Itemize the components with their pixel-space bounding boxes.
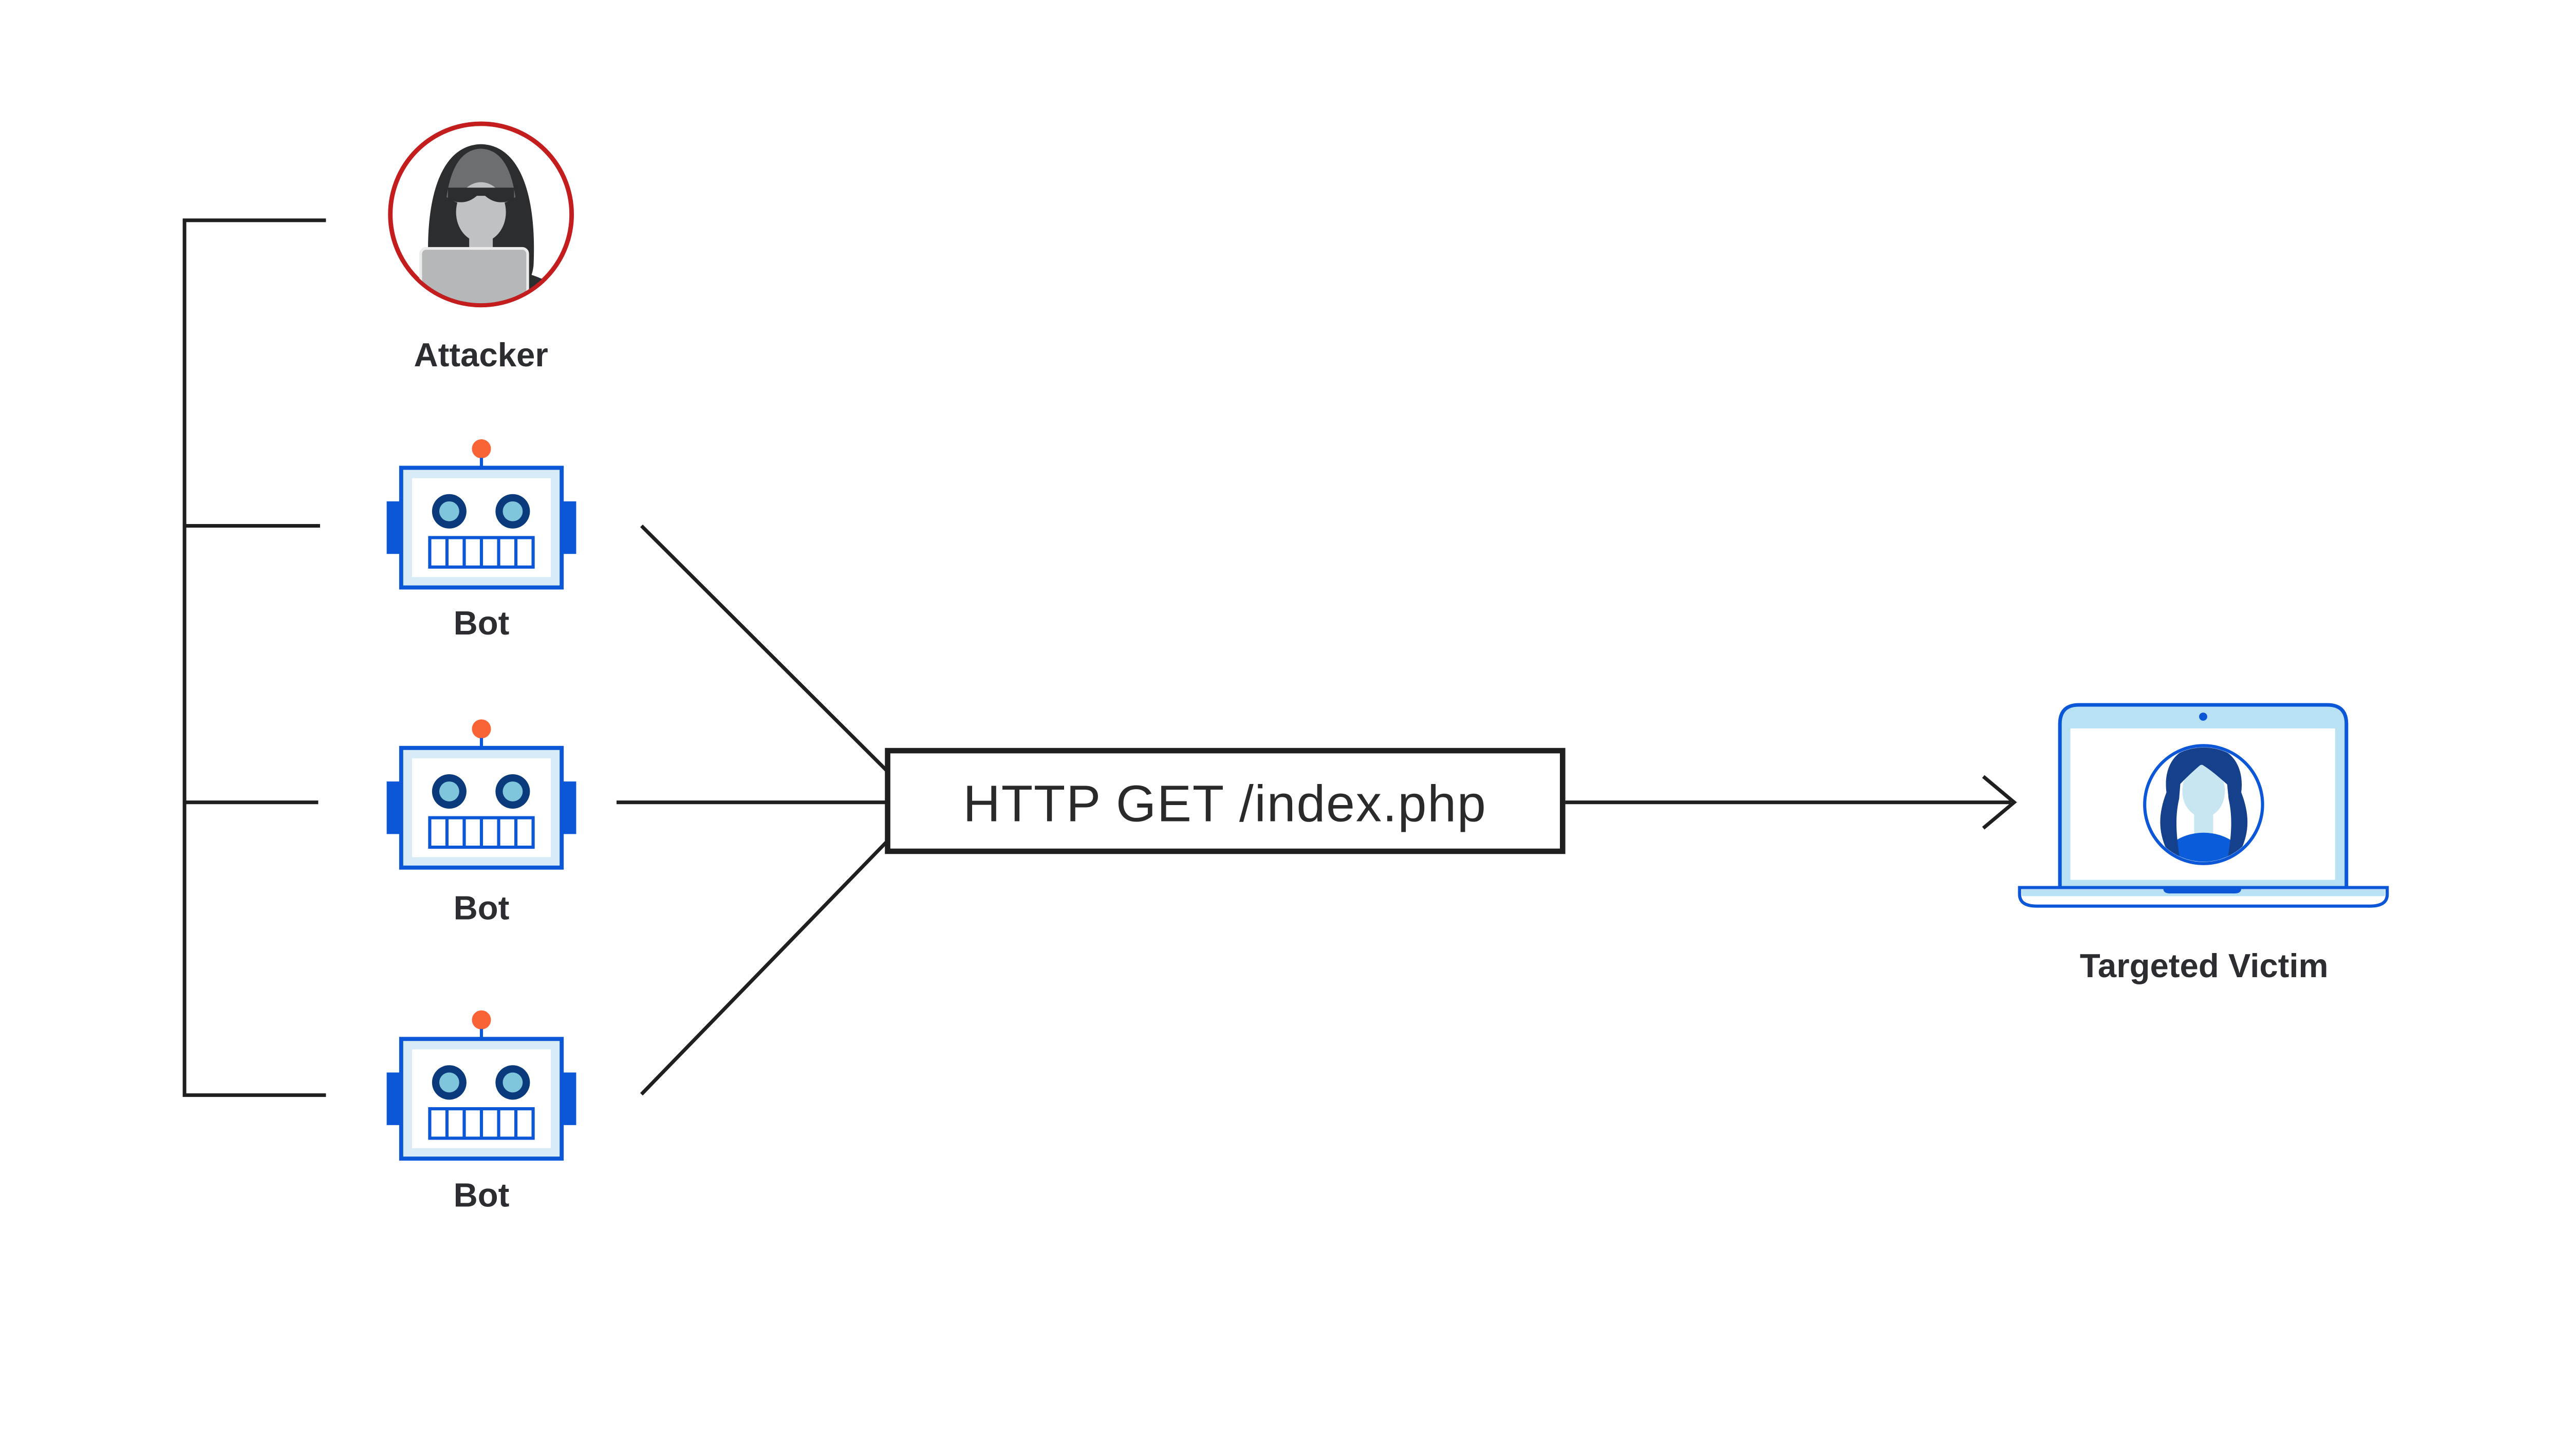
http-request-box: HTTP GET /index.php	[885, 748, 1566, 854]
attack-arrow	[1565, 775, 2017, 830]
bot2-label: Bot	[454, 889, 510, 926]
line-bot3-to-box	[640, 841, 888, 1096]
bot-icon-3	[387, 1011, 576, 1159]
bot-icon-2	[387, 719, 576, 868]
bot-to-box-lines	[616, 524, 889, 1096]
attacker-sunglasses	[448, 188, 514, 202]
diagram-svg: HTTP GET /index.php Attacker Bot Bot Bot	[182, 121, 2389, 1214]
bracket-outline	[182, 218, 326, 1097]
ddos-attack-diagram: HTTP GET /index.php Attacker Bot Bot Bot	[182, 121, 2389, 1214]
victim-laptop-icon	[2018, 703, 2389, 908]
attacker-label: Attacker	[414, 336, 548, 374]
line-bot1-to-box	[640, 524, 889, 773]
botnet-bracket	[182, 218, 326, 1097]
victim-face	[2182, 764, 2225, 817]
laptop-webcam	[2199, 712, 2207, 721]
arrow-head	[1982, 775, 2017, 830]
bot1-label: Bot	[454, 604, 510, 642]
victim-hair-fringe	[2179, 751, 2231, 788]
attacker-icon	[388, 121, 574, 308]
request-box-frame	[885, 748, 1566, 854]
attacker-laptop	[419, 247, 529, 304]
victim-shirt	[2159, 832, 2248, 862]
request-box-label: HTTP GET /index.php	[963, 775, 1486, 833]
laptop-hinge-notch	[2163, 887, 2242, 894]
bot3-label: Bot	[454, 1177, 510, 1214]
bot-icon-1	[387, 439, 576, 588]
victim-label: Targeted Victim	[2080, 947, 2329, 984]
